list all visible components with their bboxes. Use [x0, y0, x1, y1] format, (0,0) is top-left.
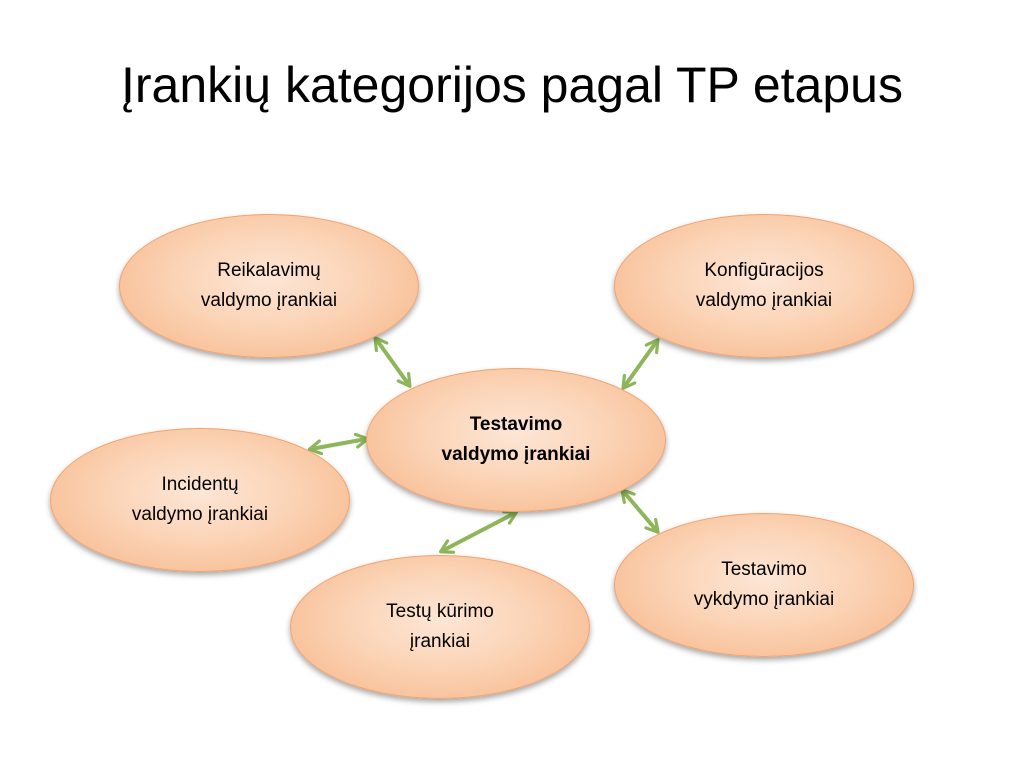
arrow-center-requirements	[373, 336, 412, 388]
node-incidents: Incidentų valdymo įrankiai	[50, 428, 350, 572]
node-test-management-line1: Testavimo	[469, 413, 563, 435]
arrow-center-configuration	[621, 338, 660, 390]
node-requirements-line1: Reikalavimų	[217, 259, 321, 281]
arrow-center-test-creation	[438, 510, 519, 554]
node-test-creation-line2: įrankiai	[409, 631, 471, 652]
node-configuration-line2: valdymo įrankiai	[695, 290, 833, 311]
arrow-center-test-execution	[620, 488, 660, 534]
node-test-creation-line1: Testų kūrimo	[386, 600, 494, 622]
node-configuration-line1: Konfigūracijos	[704, 259, 824, 281]
node-requirements: Reikalavimų valdymo įrankiai	[119, 214, 419, 358]
node-incidents-line1: Incidentų	[161, 473, 239, 495]
node-test-management: Testavimo valdymo įrankiai	[366, 368, 666, 512]
node-test-management-line2: valdymo įrankiai	[441, 444, 591, 465]
slide-title: Įrankių kategorijos pagal TP etapus	[121, 57, 903, 113]
arrow-center-incidents	[307, 432, 370, 456]
node-test-execution-line1: Testavimo	[721, 558, 807, 580]
node-requirements-line2: valdymo įrankiai	[200, 290, 338, 311]
node-incidents-line2: valdymo įrankiai	[131, 504, 269, 525]
node-test-creation: Testų kūrimo įrankiai	[290, 555, 590, 699]
node-test-execution-line2: vykdymo įrankiai	[693, 589, 835, 610]
node-configuration: Konfigūracijos valdymo įrankiai	[614, 214, 914, 358]
node-test-execution: Testavimo vykdymo įrankiai	[614, 513, 914, 657]
